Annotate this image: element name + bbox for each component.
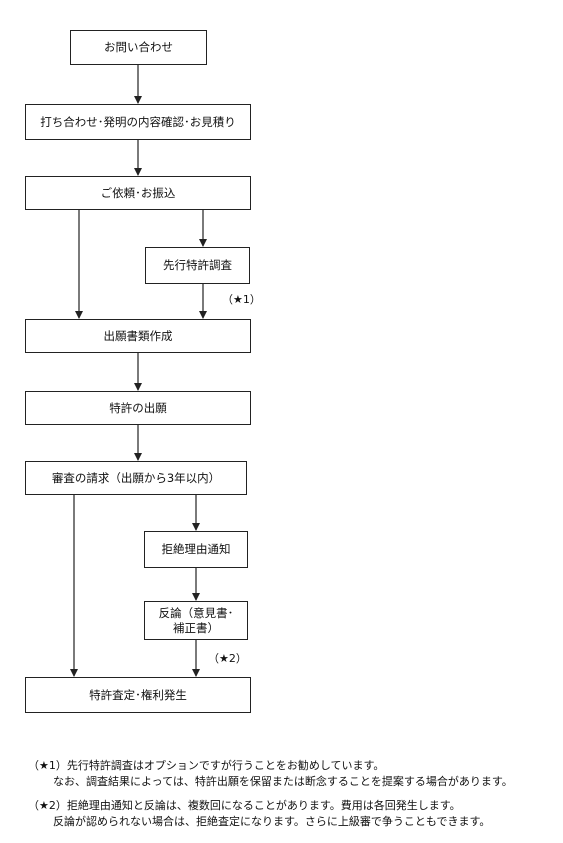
node-request-label: ご依頼･お振込	[100, 185, 176, 200]
node-drafting: 出願書類作成	[25, 319, 251, 353]
footnote-2-line-1: （★2）拒絶理由通知と反論は、複数回になることがあります。費用は各回発生します。	[28, 798, 461, 812]
node-response-label: 反論（意見書･ 補正書）	[158, 605, 234, 635]
node-grant: 特許査定･権利発生	[25, 677, 251, 713]
node-meeting-label: 打ち合わせ･発明の内容確認･お見積り	[40, 114, 236, 129]
footnotes: （★1）先行特許調査はオプションですが行うことをお勧めしています。 なお、調査結…	[28, 758, 558, 830]
node-filing: 特許の出願	[25, 391, 251, 425]
node-drafting-label: 出願書類作成	[103, 328, 173, 343]
node-search-label: 先行特許調査	[163, 258, 232, 273]
node-grant-label: 特許査定･権利発生	[89, 687, 187, 702]
node-rejection-label: 拒絶理由通知	[161, 542, 231, 557]
footnote-1-line-2: なお、調査結果によっては、特許出願を保留または断念することを提案する場合がありま…	[53, 774, 513, 788]
footnote-2-line-2: 反論が認められない場合は、拒絶査定になります。さらに上級審で争うこともできます。	[53, 814, 491, 828]
footnote-1-line-1: （★1）先行特許調査はオプションですが行うことをお勧めしています。	[28, 759, 385, 772]
node-filing-label: 特許の出願	[109, 400, 167, 415]
annotation-mark-2: （★2）	[208, 652, 247, 665]
node-meeting: 打ち合わせ･発明の内容確認･お見積り	[25, 104, 251, 140]
node-rejection: 拒絶理由通知	[144, 531, 248, 568]
annotation-mark-1: （★1）	[222, 293, 261, 306]
node-inquiry-label: お問い合わせ	[104, 40, 173, 55]
node-exam-request: 審査の請求（出願から3年以内）	[25, 461, 247, 495]
node-exam-request-label: 審査の請求（出願から3年以内）	[51, 470, 221, 485]
node-search: 先行特許調査	[145, 247, 250, 284]
node-request: ご依頼･お振込	[25, 176, 251, 210]
node-inquiry: お問い合わせ	[70, 30, 207, 65]
node-response: 反論（意見書･ 補正書）	[144, 601, 248, 640]
